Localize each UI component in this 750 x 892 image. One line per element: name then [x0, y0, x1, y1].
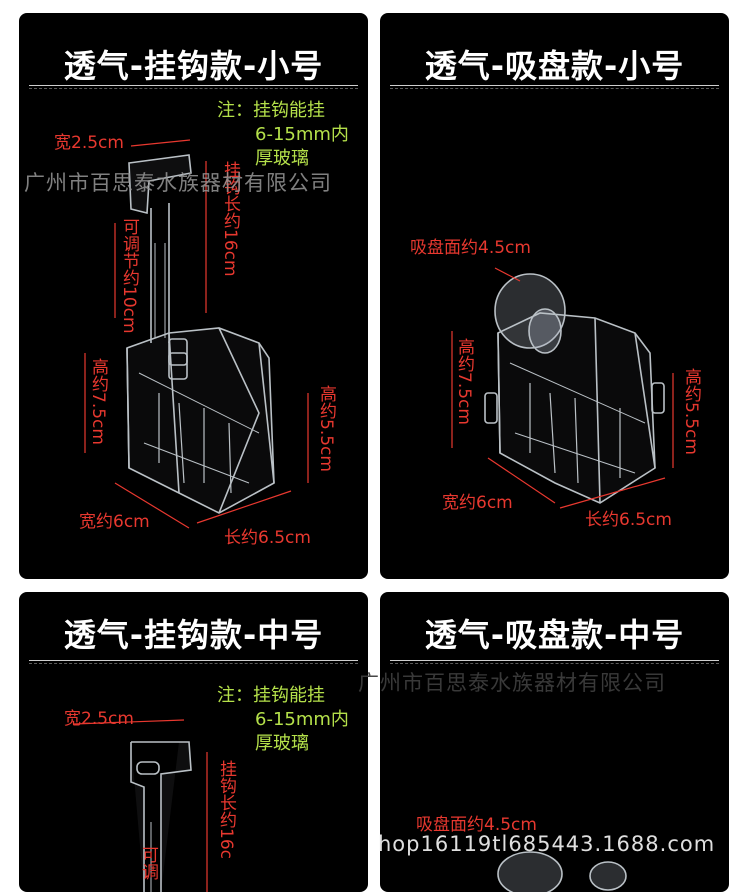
label-adjust: 可调 — [138, 846, 158, 880]
product-card-hook-medium: 透气-挂钩款-中号 注：挂钩能挂 6-15mm内 厚玻璃 宽2.5cm 挂钩长约… — [19, 592, 368, 892]
card-title: 透气-挂钩款-小号 — [63, 47, 324, 85]
company-watermark: 广州市百思泰水族器材有限公司 — [24, 171, 332, 195]
note-line: 6-15mm内 — [255, 124, 349, 145]
title-divider — [29, 660, 358, 661]
label-suction: 吸盘面约4.5cm — [410, 238, 531, 258]
title-divider-dashed — [390, 88, 719, 89]
label-height-left: 高约7.5cm — [88, 358, 108, 445]
label-width-top: 宽2.5cm — [64, 709, 134, 729]
shop-url-watermark: hop16119tl685443.1688.com — [378, 832, 716, 856]
label-hook-length: 挂钩长约16c — [216, 760, 236, 859]
title-divider-dashed — [390, 663, 719, 664]
hook-note: 注：挂钩能挂 6-15mm内 厚玻璃 — [217, 99, 349, 171]
label-height-right: 高约5.5cm — [316, 385, 336, 472]
company-watermark: 广州市百思泰水族器材有限公司 — [358, 671, 666, 695]
note-line: 厚玻璃 — [255, 733, 309, 754]
product-card-hook-small: 透气-挂钩款-小号 注：挂钩 — [19, 13, 368, 579]
title-divider-dashed — [29, 88, 358, 89]
product-card-suction-medium: 透气-吸盘款-中号 吸盘面约4.5cm — [380, 592, 729, 892]
title-divider — [390, 85, 719, 86]
label-height-right: 高约5.5cm — [681, 368, 701, 455]
note-line: 注：挂钩能挂 — [217, 100, 325, 121]
card-title: 透气-挂钩款-中号 — [63, 616, 324, 654]
label-hook-length: 挂钩长约16cm — [220, 161, 240, 277]
title-divider-dashed — [29, 663, 358, 664]
label-length-bottom: 长约6.5cm — [585, 510, 672, 530]
hook-box-medium-illustration — [73, 719, 208, 892]
label-suction: 吸盘面约4.5cm — [416, 815, 537, 835]
suction-box-illustration — [451, 267, 674, 509]
note-line: 6-15mm内 — [255, 709, 349, 730]
label-height-left: 高约7.5cm — [454, 338, 474, 425]
hook-note: 注：挂钩能挂 6-15mm内 厚玻璃 — [217, 684, 349, 756]
label-adjust: 可调节约10cm — [119, 218, 139, 334]
title-divider — [390, 660, 719, 661]
card-title: 透气-吸盘款-中号 — [424, 616, 685, 654]
title-divider — [29, 85, 358, 86]
label-length-bottom: 长约6.5cm — [224, 528, 311, 548]
label-width-top: 宽2.5cm — [54, 133, 124, 153]
hook-box-illustration — [84, 139, 309, 529]
card-title: 透气-吸盘款-小号 — [424, 47, 685, 85]
note-line: 厚玻璃 — [255, 148, 309, 169]
label-width-bottom: 宽约6cm — [442, 493, 513, 513]
product-card-suction-small: 透气-吸盘款-小号 吸盘面约4.5cm 高约7.5cm 高约5.5cm 宽约6c… — [380, 13, 729, 579]
note-line: 注：挂钩能挂 — [217, 685, 325, 706]
label-width-bottom: 宽约6cm — [79, 512, 150, 532]
